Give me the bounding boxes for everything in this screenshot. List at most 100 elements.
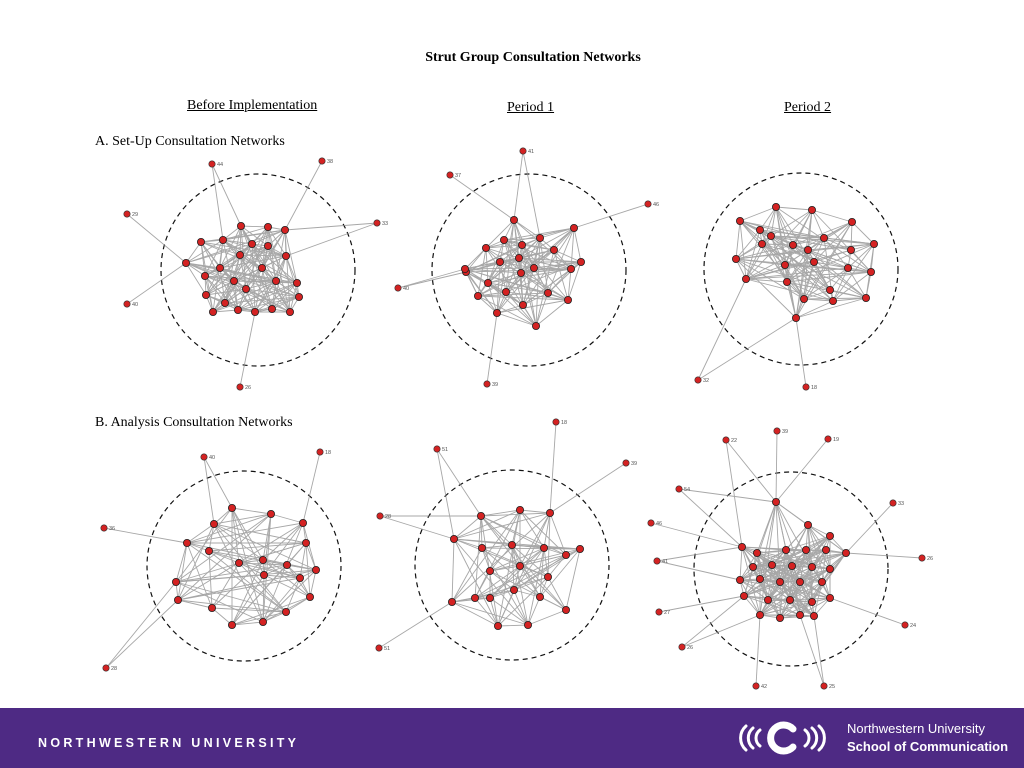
- edge: [743, 595, 761, 616]
- edge: [725, 439, 743, 548]
- edge: [175, 581, 264, 623]
- network-node: [918, 554, 926, 562]
- edge: [759, 229, 875, 245]
- edge: [271, 296, 300, 310]
- edge: [847, 243, 875, 269]
- edge: [799, 614, 825, 687]
- edge: [251, 243, 263, 269]
- node-label: 28: [111, 666, 117, 672]
- edge: [233, 280, 298, 284]
- edge: [795, 317, 807, 388]
- node-label: 26: [687, 645, 693, 651]
- network-node: [292, 278, 301, 287]
- network-node: [236, 221, 245, 230]
- edge: [261, 267, 298, 284]
- network-node: [540, 544, 549, 553]
- edge: [464, 268, 498, 314]
- university-wordmark: NORTHWESTERN UNIVERSITY: [38, 736, 300, 750]
- edge-group: [103, 451, 321, 669]
- edge: [799, 597, 831, 616]
- edge: [305, 542, 311, 598]
- edge: [185, 262, 207, 296]
- network-node: [483, 278, 492, 287]
- network-node: [796, 611, 805, 620]
- node-label: 22: [731, 438, 737, 444]
- network-node: [207, 604, 216, 613]
- edge: [573, 227, 582, 263]
- edge: [231, 574, 265, 626]
- edge: [522, 292, 549, 306]
- edge: [204, 275, 235, 282]
- network-node: [259, 571, 268, 580]
- edge: [477, 291, 507, 297]
- edge: [212, 280, 235, 313]
- edge: [205, 245, 269, 296]
- node-label: 25: [829, 684, 835, 690]
- network-node: [123, 300, 131, 308]
- edge: [739, 552, 758, 581]
- edge: [533, 249, 555, 269]
- boundary-circle: [703, 172, 899, 366]
- edge: [203, 456, 233, 509]
- node-label: 46: [656, 521, 662, 527]
- node-label: 26: [927, 556, 933, 562]
- edge: [486, 312, 498, 385]
- edge: [309, 569, 317, 598]
- network-node: [544, 573, 553, 582]
- edge: [805, 524, 809, 551]
- edge: [186, 523, 215, 544]
- edge: [865, 271, 872, 299]
- edge: [208, 550, 240, 564]
- edge: [285, 222, 378, 257]
- node-label: 54: [684, 487, 690, 493]
- edge: [539, 237, 549, 294]
- edge: [185, 262, 300, 298]
- edge: [489, 565, 521, 572]
- edge: [263, 564, 288, 576]
- network-node: [848, 217, 857, 226]
- edge: [477, 261, 501, 297]
- network-node: [516, 562, 525, 571]
- network-node: [862, 293, 871, 302]
- node-label: 41: [662, 559, 668, 565]
- edge: [262, 569, 317, 623]
- edge: [775, 501, 813, 568]
- edge: [222, 239, 253, 245]
- edge: [453, 512, 551, 540]
- network-node: [847, 245, 856, 254]
- edge: [302, 522, 317, 571]
- network-node: [483, 380, 491, 388]
- network-node: [736, 576, 745, 585]
- edge: [284, 229, 298, 284]
- edge: [513, 589, 529, 626]
- edge: [767, 599, 801, 616]
- edge: [650, 522, 743, 548]
- network-node: [536, 593, 545, 602]
- edge: [850, 221, 853, 251]
- edge: [539, 548, 581, 598]
- network-node: [758, 239, 767, 248]
- edge: [505, 291, 569, 301]
- edge: [553, 249, 572, 270]
- network-node: [267, 304, 276, 313]
- edge: [697, 317, 797, 381]
- edge: [262, 577, 301, 623]
- edge: [739, 549, 827, 581]
- network-node: [519, 147, 527, 155]
- edge: [186, 522, 304, 544]
- edge: [832, 297, 867, 302]
- network-node: [577, 257, 586, 266]
- edge: [208, 542, 307, 552]
- edge: [270, 513, 304, 524]
- edge: [211, 607, 233, 626]
- edge: [237, 280, 277, 311]
- edge: [487, 282, 537, 327]
- edge: [832, 243, 875, 302]
- network-node: [235, 250, 244, 259]
- node-label: 41: [528, 149, 534, 155]
- network-node: [376, 512, 384, 520]
- network-node: [481, 243, 490, 252]
- edge: [175, 569, 317, 583]
- edge: [681, 614, 761, 648]
